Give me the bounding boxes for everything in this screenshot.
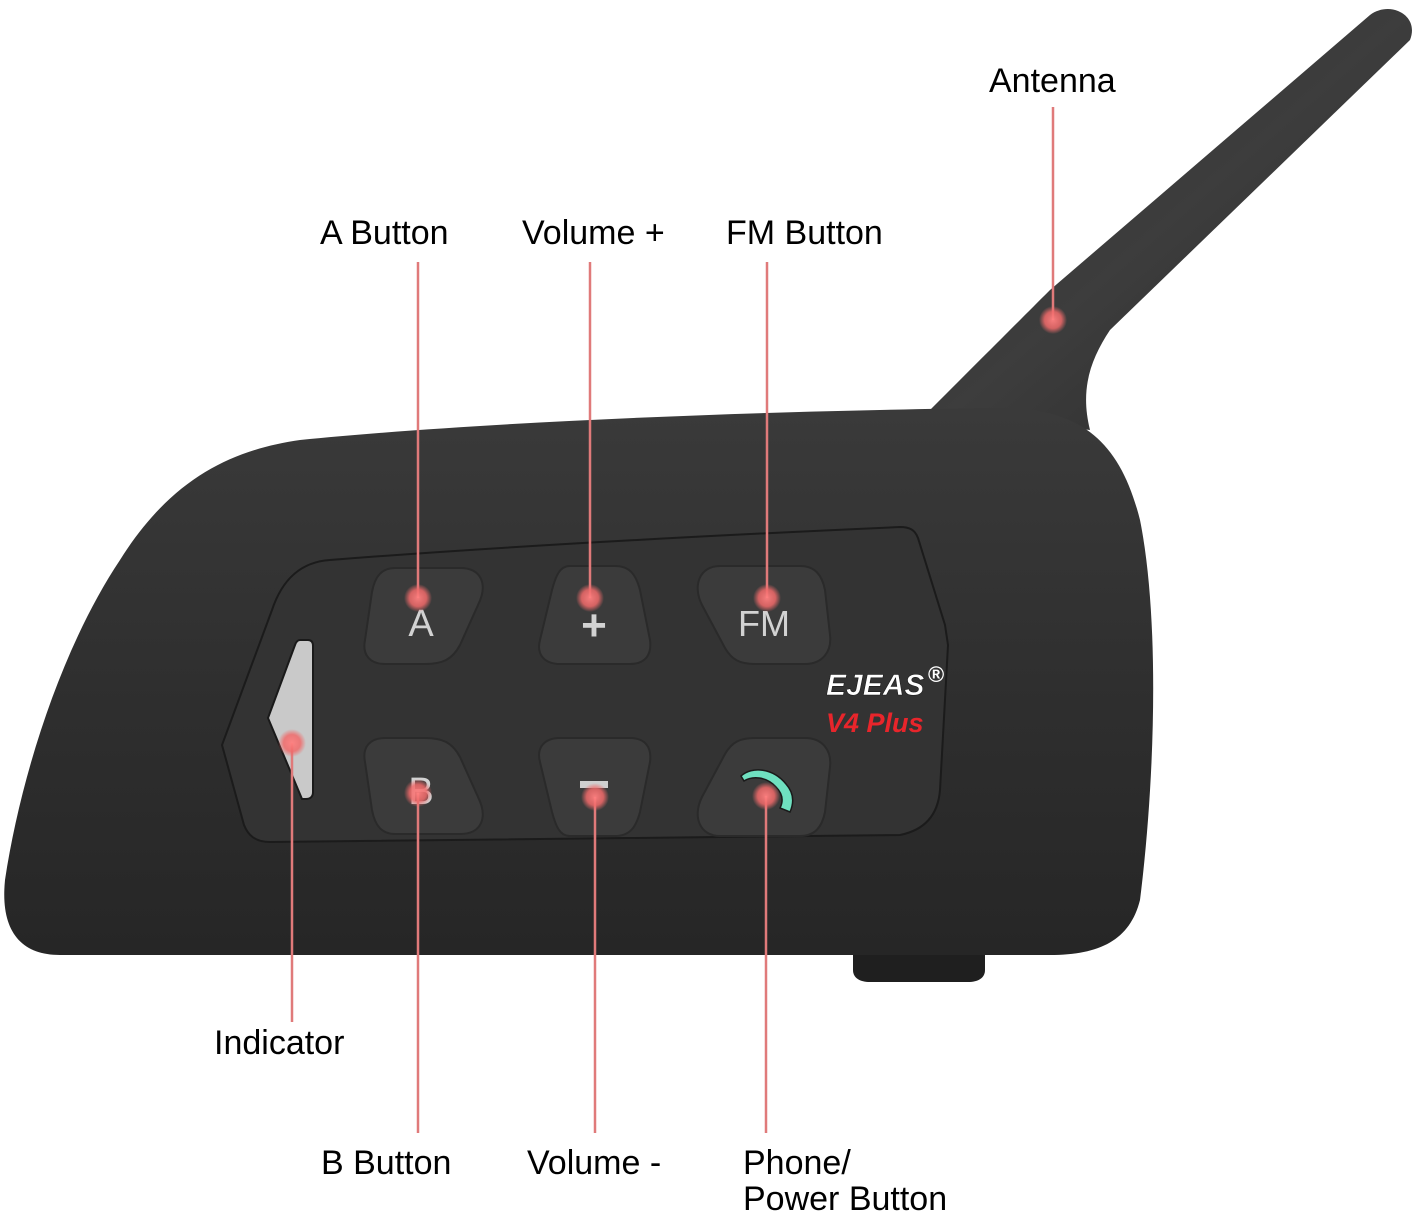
marker-a-button (404, 584, 432, 612)
charging-port (853, 955, 985, 982)
marker-volume-up (576, 584, 604, 612)
phone-icon (740, 769, 794, 813)
marker-indicator (278, 729, 306, 757)
marker-volume-down (581, 783, 609, 811)
indicator-light (266, 639, 314, 800)
marker-b-button (404, 779, 432, 807)
label-antenna: Antenna (989, 62, 1116, 100)
label-volume-down: Volume - (527, 1144, 662, 1182)
label-phone-power-line2: Power Button (743, 1179, 948, 1218)
marker-phone-power (752, 782, 780, 810)
button-a[interactable]: A (363, 567, 484, 665)
button-volume-up[interactable]: + (538, 565, 652, 665)
label-phone-power-line1: Phone/ (743, 1144, 851, 1182)
label-b-button: B Button (321, 1144, 452, 1182)
leader-lines (290, 107, 1055, 1133)
marker-antenna (1039, 306, 1067, 334)
label-indicator: Indicator (214, 1024, 345, 1062)
marker-dots (278, 306, 1067, 811)
brand-name: EJEAS (826, 669, 924, 702)
marker-fm-button (753, 584, 781, 612)
label-phone-power: Phone/ Power Button (743, 1144, 948, 1218)
label-fm-button: FM Button (726, 214, 883, 252)
brand-logo: EJEAS ® V4 Plus (826, 662, 945, 738)
label-volume-up: Volume + (522, 214, 665, 252)
model-name: V4 Plus (826, 708, 924, 738)
label-a-button: A Button (320, 214, 449, 252)
registered-mark: ® (928, 662, 944, 687)
